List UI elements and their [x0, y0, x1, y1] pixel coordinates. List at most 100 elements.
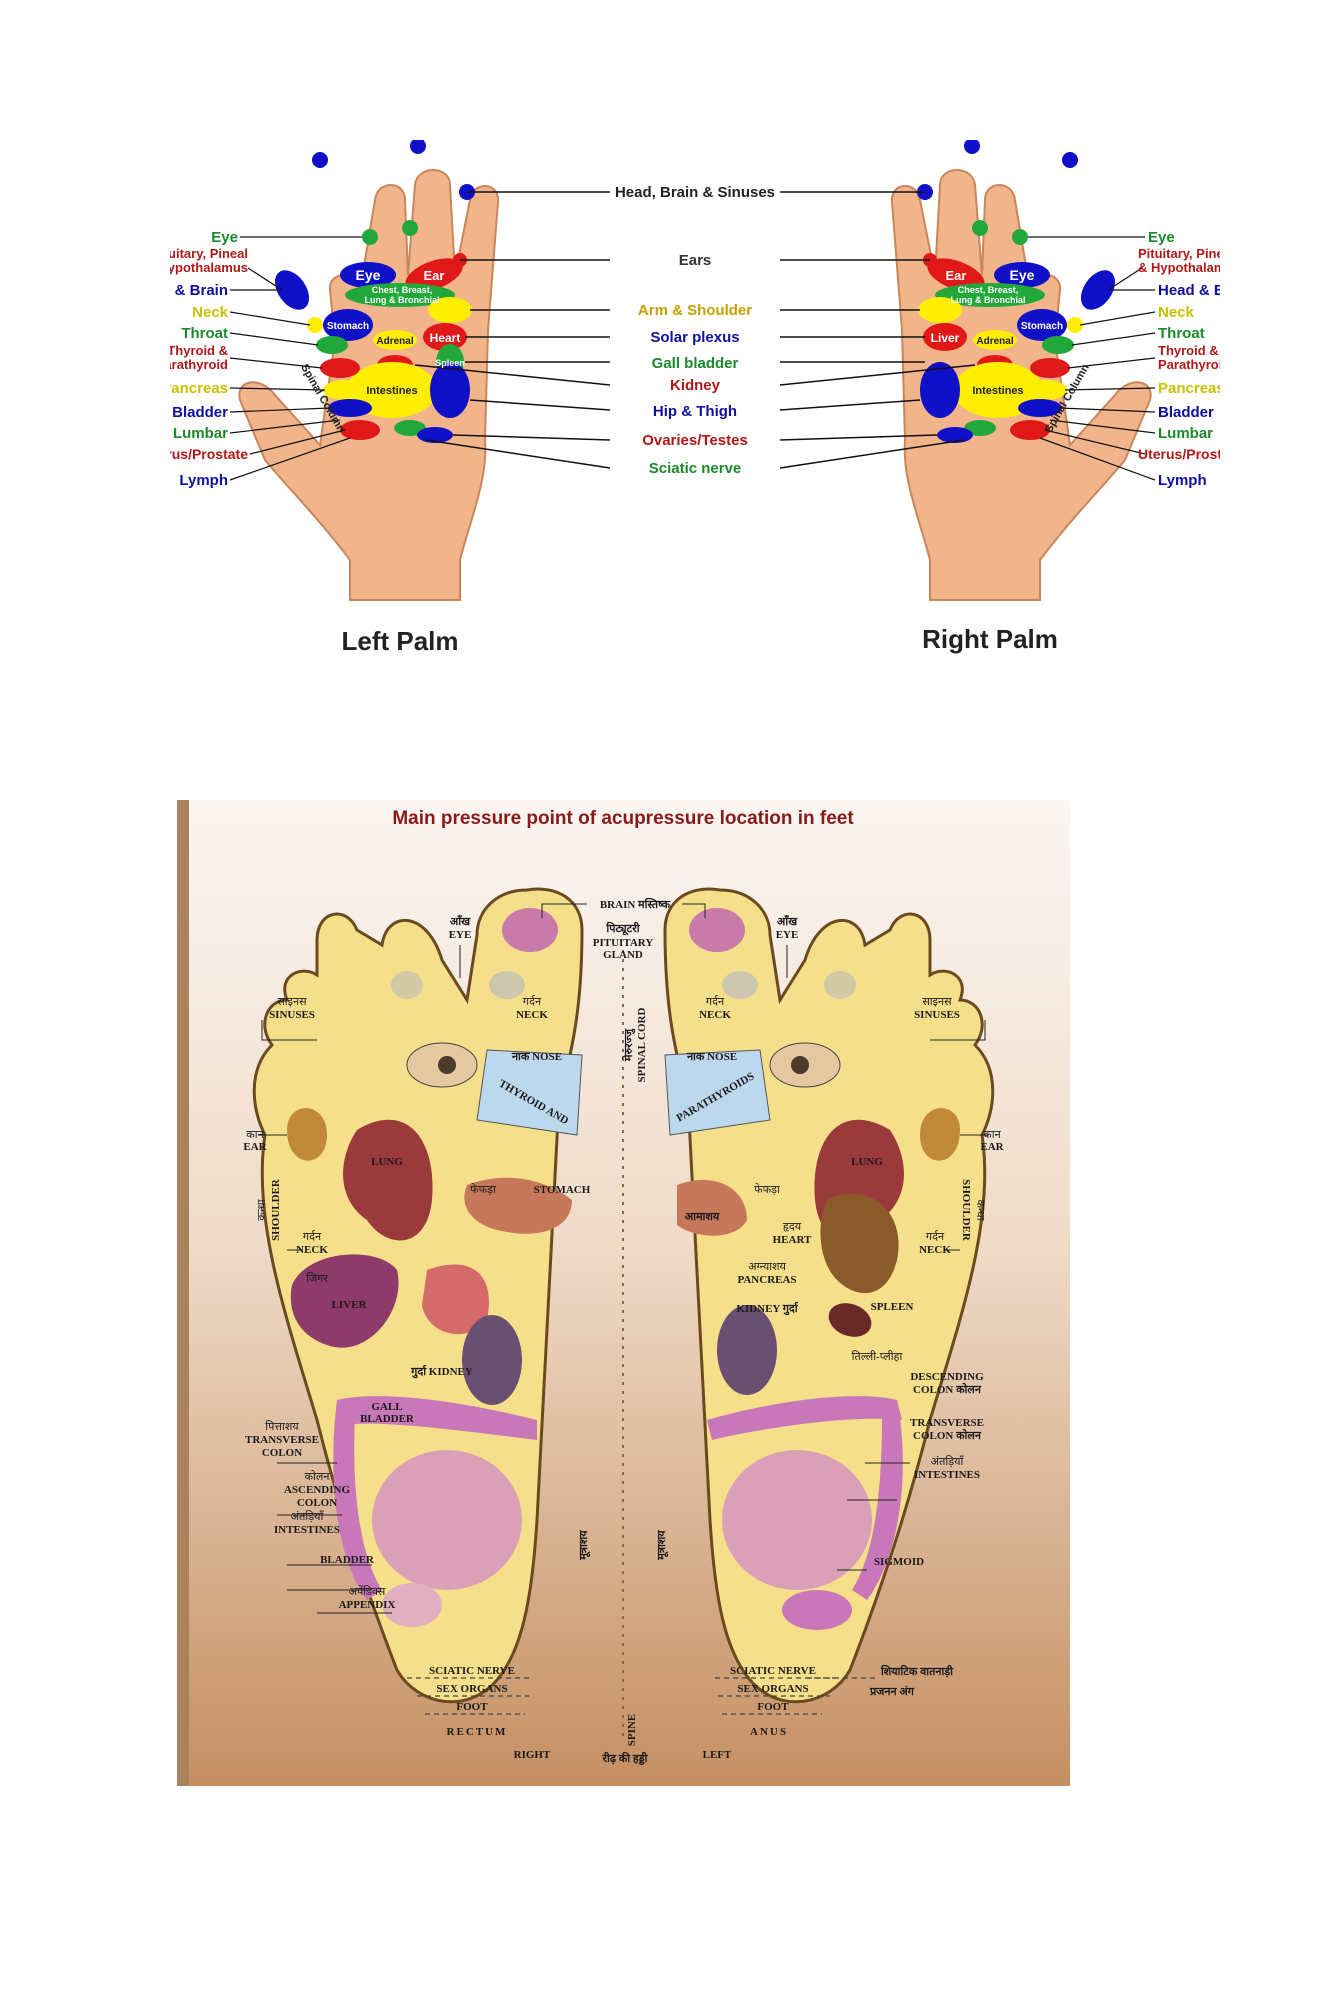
label-transverse: TRANSVERSE [245, 1434, 319, 1446]
hip-thigh-zone [430, 362, 470, 418]
liver-zone [290, 1254, 399, 1348]
inpalm-stomach: Stomach [1021, 321, 1063, 332]
label-brain: BRAIN मस्तिष्क [600, 897, 671, 911]
ear-zone [927, 258, 985, 292]
label-lumbar: Lumbar [1158, 425, 1213, 442]
label-intestines: INTESTINES [274, 1524, 340, 1536]
left-palm-zones [274, 140, 475, 443]
label-hypothalamus: & Hypothalamus [1138, 260, 1220, 275]
label-right: RIGHT [514, 1749, 551, 1761]
label-neck: NECK [516, 1009, 548, 1021]
label-sigmoid: SIGMOID [874, 1556, 924, 1568]
label-arm-shoulder: Arm & Shoulder [638, 302, 752, 319]
label-parathyroid: Parathyroid [1158, 357, 1220, 372]
label-colon-hi: कोलन [305, 1470, 331, 1483]
label-sinuses-hi: साइनस [277, 996, 307, 1008]
label-lumbar: Lumbar [173, 425, 228, 442]
thyroid-zone [476, 1049, 583, 1136]
left-side-labels: Eye Pituitary, Pineal & Hypothalamus Hea… [170, 229, 248, 489]
label-shoulder-hi: कन्धा [256, 1199, 268, 1220]
label-lung: LUNG [851, 1156, 883, 1168]
label-intestines: INTESTINES [914, 1469, 980, 1481]
label-eye-hi: आँख [450, 914, 471, 928]
sigmoid-zone [782, 1590, 852, 1630]
ear-zone [405, 258, 463, 292]
pancreas-zone [1023, 380, 1067, 400]
arm-shoulder-zone [428, 297, 472, 323]
label-sinuses: SINUSES [269, 1009, 315, 1021]
label-bladder: BLADDER [320, 1554, 375, 1566]
label-neck-hi: गर्दन [706, 995, 725, 1008]
inpalm-intestines: Intestines [972, 385, 1023, 397]
label-shoulder: SHOULDER [960, 1179, 972, 1242]
inpalm-ear: Ear [424, 268, 445, 283]
inpalm-intestines: Intestines [366, 385, 417, 397]
label-uterus-prostate: Uterus/Prostate [1138, 446, 1220, 462]
label-head-brain-sinuses: Head, Brain & Sinuses [615, 184, 775, 201]
spleen-zone [828, 1303, 872, 1337]
label-spleen: SPLEEN [871, 1301, 914, 1313]
eye-icon [438, 1056, 456, 1074]
label-colon-asc: COLON [297, 1497, 337, 1509]
label-kidney: Kidney [670, 377, 721, 394]
head-brain-point [1062, 152, 1078, 168]
center-labels: Head, Brain & Sinuses Ears Arm & Shoulde… [615, 184, 775, 477]
pancreas-zone [422, 1264, 489, 1335]
ascending-colon [333, 1400, 382, 1600]
label-kidney-left: KIDNEY गुर्दा [736, 1301, 798, 1316]
label-heart-hi: हृदय [783, 1221, 802, 1233]
label-neck: Neck [192, 304, 229, 321]
label-gland: GLAND [603, 949, 643, 961]
left-foot [663, 887, 995, 1704]
right-palm-title: Right Palm [922, 624, 1058, 654]
label-gall-bladder: Gall bladder [652, 355, 739, 372]
label-ovaries-testes: Ovaries/Testes [642, 432, 748, 449]
label-anus: ANUS [750, 1726, 788, 1738]
eye-icon [791, 1056, 809, 1074]
label-lung-hi: फेफड़ा [754, 1183, 780, 1196]
intestines-zone [722, 1450, 872, 1590]
sciatic-zone [964, 420, 996, 436]
head-brain-point [410, 140, 426, 154]
label-lymph: Lymph [179, 472, 228, 489]
label-head-brain: Head & Brain [170, 282, 228, 299]
label-bladder-gall: BLADDER [360, 1413, 415, 1425]
page-edge [177, 800, 189, 1786]
label-intestines-hi: अंतड़ियाँ [931, 1455, 965, 1468]
label-pancreas-hi: अग्न्याशय [748, 1261, 786, 1273]
label-neck: NECK [699, 1009, 731, 1021]
uterus-zone [340, 420, 380, 440]
label-neck-side-hi: गर्दन [926, 1230, 945, 1243]
intestines-zone [372, 1450, 522, 1590]
label-intestines-hi: अंतड़ियाँ [291, 1510, 325, 1523]
label-ear-hi: कान [983, 1129, 1001, 1141]
label-neck-hi: गर्दन [523, 995, 542, 1008]
label-shoulder-hi: कन्धा [974, 1199, 986, 1220]
label-eye: Eye [1148, 229, 1175, 246]
ovaries-zone [937, 427, 973, 443]
stomach-zone [464, 1177, 572, 1234]
label-neck: Neck [1158, 304, 1195, 321]
label-kidney-right: गुर्दा KIDNEY [410, 1364, 473, 1379]
label-pancreas: Pancreas [1158, 380, 1220, 397]
label-throat: Throat [181, 325, 228, 342]
label-colon: COLON [262, 1447, 302, 1459]
inpalm-heart: Heart [430, 331, 461, 345]
label-sex-organs: SEX ORGANS [737, 1683, 808, 1695]
ovaries-zone [417, 427, 453, 443]
label-eye: EYE [449, 929, 472, 941]
hip-thigh-zone [920, 362, 960, 418]
label-head-brain: Head & Brain [1158, 282, 1220, 299]
label-sex-hi: प्रजनन अंग [869, 1685, 915, 1698]
label-sciatic-nerve: Sciatic nerve [649, 460, 742, 477]
adrenal-zone [973, 330, 1017, 350]
sinus-zone [391, 971, 423, 999]
label-descending-colon: COLON कोलन [913, 1382, 982, 1396]
label-appendix-hi: अपेंडिक्स [349, 1585, 386, 1598]
inpalm-eye: Eye [1010, 267, 1035, 283]
eye-zone [994, 262, 1050, 288]
label-sciatic-nerve: SCIATIC NERVE [429, 1665, 515, 1677]
thyroid-zone [664, 1049, 771, 1136]
label-throat: Throat [1158, 325, 1205, 342]
uterus-zone [1010, 420, 1050, 440]
